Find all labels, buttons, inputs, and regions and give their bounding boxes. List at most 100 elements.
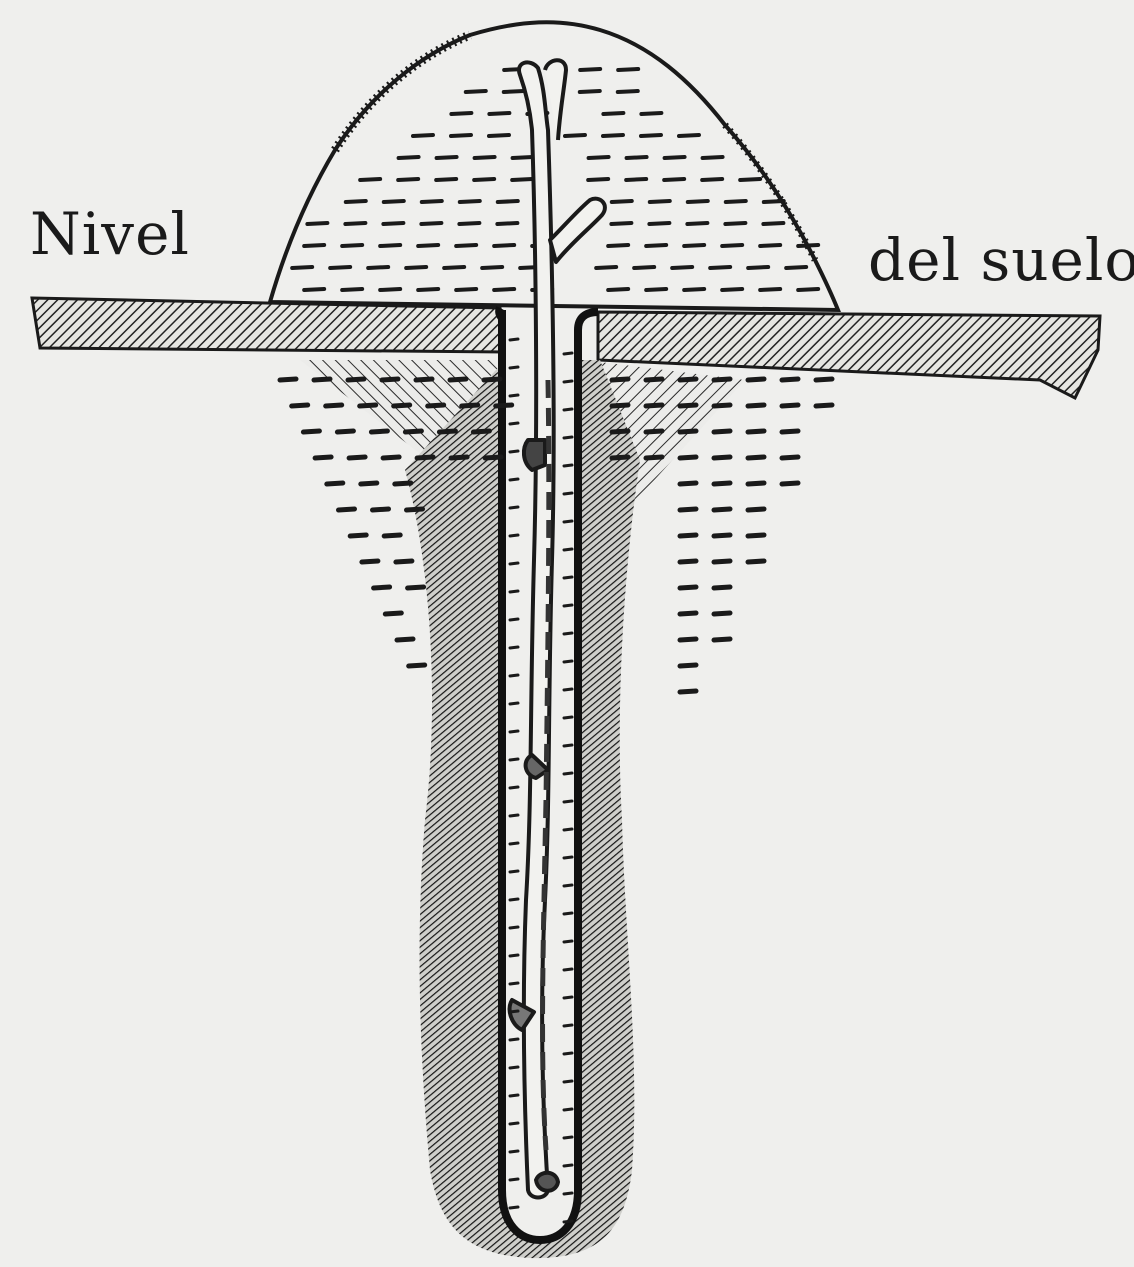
dash-mark bbox=[444, 267, 464, 268]
dash-mark bbox=[417, 457, 433, 458]
dash-mark bbox=[462, 405, 478, 406]
dash-mark bbox=[348, 379, 364, 380]
dash-mark bbox=[564, 1025, 572, 1026]
dash-mark bbox=[680, 639, 696, 640]
dash-mark bbox=[380, 289, 400, 290]
dash-mark bbox=[326, 405, 342, 406]
dash-mark bbox=[342, 289, 362, 290]
dash-mark bbox=[510, 899, 518, 900]
dash-mark bbox=[512, 179, 532, 180]
dash-mark bbox=[748, 379, 764, 380]
dash-mark bbox=[680, 405, 696, 406]
dash-mark bbox=[428, 405, 444, 406]
dash-mark bbox=[384, 535, 400, 536]
dash-mark bbox=[383, 457, 399, 458]
dash-mark bbox=[451, 457, 467, 458]
dash-mark bbox=[564, 885, 572, 886]
dash-mark bbox=[564, 465, 572, 466]
dash-mark bbox=[385, 613, 401, 614]
dash-mark bbox=[564, 353, 572, 354]
dash-mark bbox=[580, 91, 600, 92]
dash-mark bbox=[409, 665, 425, 666]
dash-mark bbox=[489, 113, 509, 114]
dash-mark bbox=[330, 267, 350, 268]
dash-mark bbox=[342, 245, 362, 246]
dash-mark bbox=[510, 843, 518, 844]
dash-mark bbox=[564, 605, 572, 606]
dash-mark bbox=[596, 267, 616, 268]
dash-mark bbox=[510, 563, 518, 564]
dash-mark bbox=[714, 379, 730, 380]
dash-mark bbox=[398, 179, 418, 180]
dash-mark bbox=[564, 997, 572, 998]
dash-mark bbox=[564, 577, 572, 578]
dash-mark bbox=[564, 857, 572, 858]
dash-mark bbox=[618, 69, 638, 70]
dash-mark bbox=[345, 223, 365, 224]
dash-mark bbox=[564, 1081, 572, 1082]
dash-mark bbox=[510, 1207, 518, 1208]
dash-mark bbox=[485, 457, 501, 458]
dash-mark bbox=[494, 289, 514, 290]
dash-mark bbox=[646, 379, 662, 380]
dash-mark bbox=[564, 689, 572, 690]
dash-mark bbox=[612, 457, 628, 458]
dash-mark bbox=[798, 245, 818, 246]
dash-mark bbox=[451, 113, 471, 114]
dash-mark bbox=[725, 223, 745, 224]
dash-mark bbox=[416, 379, 432, 380]
dash-mark bbox=[564, 829, 572, 830]
dash-mark bbox=[798, 289, 818, 290]
dash-mark bbox=[580, 69, 600, 70]
dash-mark bbox=[362, 561, 378, 562]
dash-mark bbox=[360, 179, 380, 180]
dash-mark bbox=[763, 223, 783, 224]
dash-mark bbox=[564, 549, 572, 550]
dash-mark bbox=[714, 431, 730, 432]
ground-level-label-right: del suelo, bbox=[868, 226, 1134, 294]
dash-mark bbox=[510, 647, 518, 648]
dash-mark bbox=[646, 457, 662, 458]
dash-mark bbox=[786, 267, 806, 268]
dash-mark bbox=[714, 457, 730, 458]
dash-mark bbox=[482, 267, 502, 268]
dash-mark bbox=[408, 587, 424, 588]
dash-mark bbox=[748, 431, 764, 432]
dash-mark bbox=[394, 405, 410, 406]
dash-mark bbox=[702, 179, 722, 180]
dash-mark bbox=[397, 639, 413, 640]
dash-mark bbox=[564, 437, 572, 438]
dash-mark bbox=[510, 871, 518, 872]
dash-mark bbox=[510, 815, 518, 816]
dash-mark bbox=[466, 91, 486, 92]
dash-mark bbox=[564, 773, 572, 774]
dash-mark bbox=[714, 561, 730, 562]
dash-mark bbox=[510, 339, 518, 340]
dash-mark bbox=[782, 457, 798, 458]
dash-mark bbox=[782, 405, 798, 406]
dash-mark bbox=[641, 113, 661, 114]
ground-surface-left bbox=[32, 298, 505, 352]
dash-mark bbox=[603, 135, 623, 136]
dash-mark bbox=[459, 223, 479, 224]
dash-mark bbox=[564, 913, 572, 914]
dash-mark bbox=[450, 379, 466, 380]
dash-mark bbox=[510, 1123, 518, 1124]
dash-mark bbox=[510, 675, 518, 676]
dash-mark bbox=[782, 431, 798, 432]
dash-mark bbox=[641, 135, 661, 136]
dash-mark bbox=[564, 409, 572, 410]
dash-mark bbox=[510, 1095, 518, 1096]
dash-mark bbox=[349, 457, 365, 458]
dash-mark bbox=[315, 457, 331, 458]
dash-mark bbox=[687, 223, 707, 224]
dash-mark bbox=[339, 509, 355, 510]
dash-mark bbox=[484, 379, 500, 380]
dash-mark bbox=[292, 405, 308, 406]
dash-mark bbox=[589, 157, 609, 158]
dash-mark bbox=[327, 483, 343, 484]
dash-mark bbox=[646, 289, 666, 290]
dash-mark bbox=[710, 267, 730, 268]
dash-mark bbox=[510, 955, 518, 956]
dash-mark bbox=[612, 405, 628, 406]
